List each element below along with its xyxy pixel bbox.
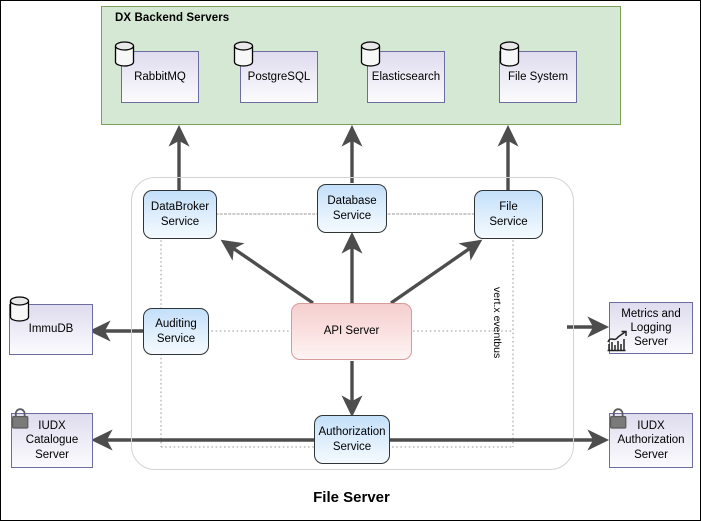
backend-node-elasticsearch-label: Elasticsearch [371,70,441,83]
service-databroker-label-line1: DataBroker [150,201,210,214]
external-node-immudb-label: ImmuDB [28,323,74,336]
external-node-metrics-logging-server[interactable]: Metrics and Logging Server [609,302,693,354]
database-cylinder-icon [9,296,30,322]
service-authorization-label-line2: Service [332,440,372,453]
external-node-iudx-authorization-label-line3: Server [634,448,668,461]
dx-backend-servers-title: DX Backend Servers [115,12,230,24]
service-auditing-label-line2: Service [156,332,196,345]
api-server-arrows [220,231,483,418]
backend-node-elasticsearch[interactable]: Elasticsearch [367,51,445,103]
database-cylinder-icon [360,41,381,67]
service-file-label-line2: Service [489,215,528,228]
service-api-server-label: API Server [323,325,380,338]
database-cylinder-icon [114,41,135,67]
backend-node-postgresql-label: PostgreSQL [247,70,311,83]
external-node-metrics-label-line2: Logging [630,321,672,334]
file-server-boundary [131,177,574,470]
service-databroker[interactable]: DataBroker Service [143,190,217,239]
service-auditing-label-line1: Auditing [155,318,197,331]
external-node-iudx-catalogue-label-line1: IUDX [38,420,66,433]
file-server-title: File Server [313,489,390,506]
backend-node-file-system-label: File System [507,70,569,83]
service-database-label-line2: Service [332,209,372,222]
service-authorization[interactable]: Authorization Service [314,415,390,464]
padlock-icon [12,408,29,429]
service-authorization-label-line1: Authorization [318,426,386,439]
backend-node-postgresql[interactable]: PostgreSQL [240,51,318,103]
external-node-iudx-catalogue-label-line2: Catalogue [25,434,79,447]
bar-chart-icon [607,330,627,352]
service-to-backend-arrows [168,124,519,190]
external-node-iudx-authorization-label-line1: IUDX [637,420,665,433]
service-databroker-label-line2: Service [160,215,200,228]
service-file[interactable]: File Service [474,190,543,239]
database-cylinder-icon [499,41,520,67]
database-cylinder-icon [233,41,254,67]
service-file-label-line1: File [499,201,518,214]
backend-node-file-system[interactable]: File System [499,51,577,103]
service-api-server[interactable]: API Server [291,303,412,360]
external-node-metrics-label-line3: Server [634,336,668,348]
backend-node-rabbitmq-label: RabbitMQ [134,70,186,83]
service-database[interactable]: Database Service [317,184,387,233]
service-auditing[interactable]: Auditing Service [143,308,209,355]
external-node-iudx-authorization-label-line2: Authorization [617,434,685,447]
eventbus-label: vert.x eventbus [491,287,503,359]
external-node-metrics-label-line1: Metrics and [621,307,681,320]
padlock-icon [610,408,627,429]
service-database-label-line1: Database [327,195,377,208]
external-node-iudx-catalogue-label-line3: Server [35,448,69,461]
backend-node-rabbitmq[interactable]: RabbitMQ [121,51,199,103]
